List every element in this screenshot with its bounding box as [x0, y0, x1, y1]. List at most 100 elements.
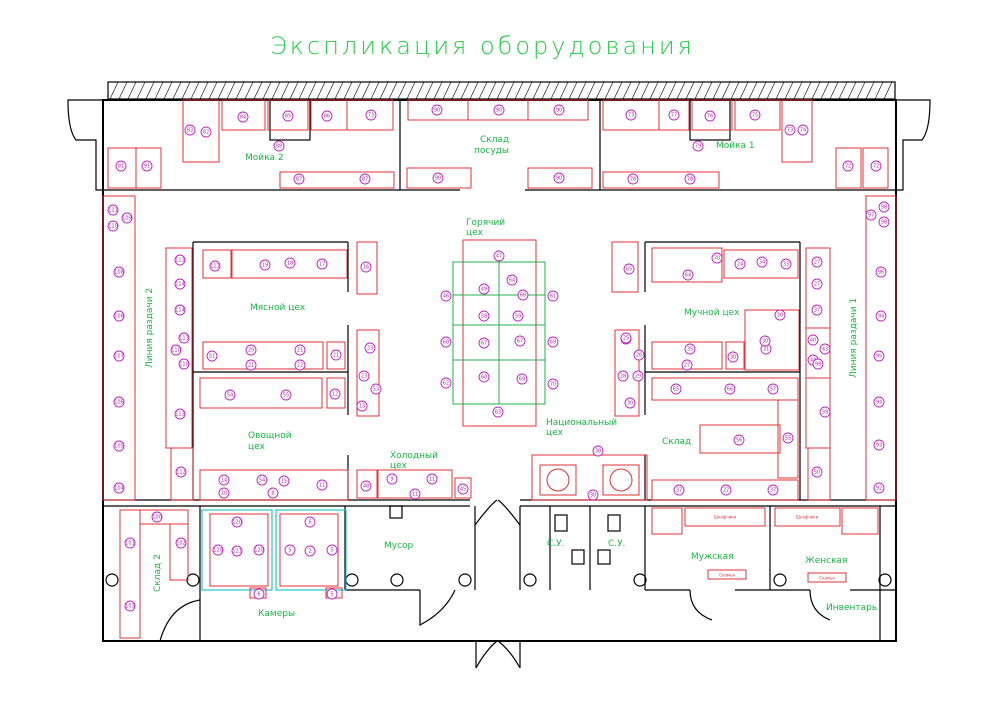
equipment-marker: 12 — [329, 388, 341, 400]
equipment-marker: 34 — [756, 256, 768, 268]
equipment-marker-number: 63 — [495, 409, 501, 415]
equipment-marker: 69 — [516, 373, 528, 385]
equipment-marker-number: 105 — [114, 443, 124, 449]
equipment-marker-number: 98 — [881, 204, 887, 210]
equipment-marker-number: 6 — [257, 591, 260, 597]
equipment-marker-number: 120 — [213, 547, 223, 553]
equipment-marker-number: 28 — [620, 373, 626, 379]
equipment-marker: 88 — [273, 140, 285, 152]
equipment-marker: 90 — [493, 104, 505, 116]
equipment-marker: 26 — [633, 349, 645, 361]
equipment-marker: 83 — [184, 124, 196, 136]
equipment-marker-number: 69 — [550, 339, 556, 345]
equipment-marker: 24 — [734, 258, 746, 270]
equipment-marker-number: 47 — [496, 253, 502, 259]
equipment-marker: 9 — [386, 473, 398, 485]
equipment-marker-number: 114 — [175, 307, 185, 313]
equipment-marker: 98 — [878, 201, 890, 213]
equipment-marker: 104 — [113, 482, 125, 494]
equipment-marker: 94 — [873, 396, 885, 408]
equipment-marker: 20 — [245, 344, 257, 356]
equipment-marker-number: 59 — [515, 313, 521, 319]
equipment-marker: 47 — [493, 250, 505, 262]
wardrobe-label-women: Шкафчики — [796, 515, 819, 520]
equipment-marker: 35 — [684, 343, 696, 355]
equipment-marker: 33 — [780, 258, 792, 270]
equipment-marker-number: 27 — [684, 362, 690, 368]
equipment-marker: 92 — [873, 482, 885, 494]
equipment-marker: 27 — [811, 256, 823, 268]
equipment-marker: 64 — [506, 274, 518, 286]
equipment-marker-number: 12 — [332, 391, 338, 397]
equipment-marker-number: 16 — [363, 264, 369, 270]
room-label-liniya2: Линия раздачи 2 — [145, 288, 155, 368]
equipment-marker-number: 37 — [676, 487, 682, 493]
room-label-muzhskaya: Мужская — [691, 552, 734, 562]
equipment-marker-number: 92 — [876, 485, 882, 491]
equipment-marker: 51 — [206, 350, 218, 362]
equipment-marker-number: 111 — [210, 263, 220, 269]
equipment-marker-number: 114 — [175, 281, 185, 287]
equipment-marker: 113 — [174, 408, 186, 420]
equipment-marker: 69 — [547, 336, 559, 348]
equipment-marker-number: 58 — [481, 313, 487, 319]
equipment-marker-number: 8 — [271, 490, 274, 496]
equipment-marker: 93 — [873, 439, 885, 451]
equipment-marker: 5 — [326, 588, 338, 600]
equipment-marker-number: 73 — [628, 112, 634, 118]
equipment-marker-number: 9 — [390, 476, 393, 482]
equipment-marker-number: 68 — [520, 292, 526, 298]
equipment-marker-number: 86 — [324, 113, 330, 119]
equipment-marker-number: 57 — [770, 386, 776, 392]
equipment-marker: 87 — [359, 173, 371, 185]
equipment-marker-number: 39 — [822, 409, 828, 415]
equipment-marker-number: 49 — [481, 286, 487, 292]
equipment-marker: 110 — [107, 220, 119, 232]
equipment-marker: 65 — [670, 383, 682, 395]
equipment-marker-number: 81 — [118, 163, 124, 169]
equipment-marker-number: 110 — [171, 347, 181, 353]
equipment-marker: 30 — [774, 309, 786, 321]
room-label-myasnoy: Мясной цех — [250, 303, 306, 313]
equipment-marker: 62 — [440, 377, 452, 389]
equipment-marker-number: 87 — [362, 176, 368, 182]
equipment-marker-number: 18 — [287, 260, 293, 266]
equipment-marker: 11 — [426, 473, 438, 485]
equipment-marker: 90 — [431, 104, 443, 116]
equipment-marker-number: 90 — [434, 107, 440, 113]
equipment-marker: 37 — [673, 484, 685, 496]
equipment-marker-number: 121 — [232, 548, 242, 554]
room-label-musor: Мусор — [384, 541, 414, 551]
equipment-marker-number: 30 — [627, 400, 633, 406]
equipment-marker: 54 — [224, 389, 236, 401]
equipment-marker: 38 — [592, 445, 604, 457]
equipment-marker: 68 — [440, 336, 452, 348]
equipment-marker-number: 113 — [175, 411, 185, 417]
equipment-marker-number: 91 — [144, 163, 150, 169]
equipment-marker-number: 54 — [259, 477, 265, 483]
equipment-marker-number: 22 — [297, 362, 303, 368]
equipment-marker-number: 96 — [878, 269, 884, 275]
equipment-marker-number: 85 — [285, 113, 291, 119]
equipment-marker: 113 — [174, 254, 186, 266]
equipment-marker: 78 — [684, 173, 696, 185]
equipment-marker-number: 15 — [281, 478, 287, 484]
equipment-marker: 73 — [625, 109, 637, 121]
equipment-marker-number: 74 — [800, 127, 806, 133]
equipment-marker: 81 — [115, 160, 127, 172]
equipment-marker-number: 113 — [175, 257, 185, 263]
equipment-marker-number: 65 — [673, 386, 679, 392]
equipment-marker-number: 5 — [330, 547, 333, 553]
equipment-marker: 74 — [797, 124, 809, 136]
equipment-marker: 111 — [107, 204, 119, 216]
equipment-marker: 96 — [875, 266, 887, 278]
equipment-marker: 16 — [360, 261, 372, 273]
equipment-marker: 11 — [316, 479, 328, 491]
room-label-inventar: Инвентарь — [826, 603, 877, 613]
equipment-marker-number: 67 — [517, 338, 523, 344]
equipment-marker: 28 — [617, 370, 629, 382]
equipment-marker: 57 — [767, 383, 779, 395]
room-label-zhenskaya: Женская — [805, 556, 847, 566]
equipment-marker: 65 — [623, 263, 635, 275]
